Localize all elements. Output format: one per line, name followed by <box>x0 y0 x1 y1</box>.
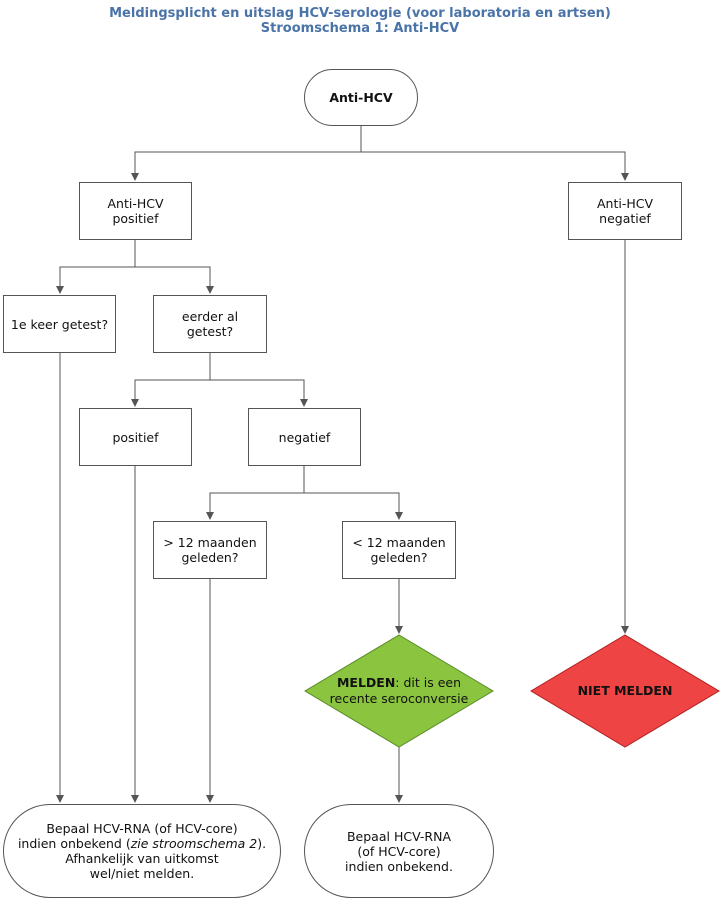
end-left-l2b: zie stroomschema 2 <box>130 836 258 851</box>
earlier-line1: eerder al <box>181 309 239 324</box>
connector-pos <box>56 240 136 294</box>
first-test-node: 1e keer getest? <box>3 295 116 353</box>
connector-negatief <box>206 466 305 520</box>
positive-line2: positief <box>112 211 159 226</box>
report-label: MELDEN: dit is een recente seroconversie <box>305 635 493 747</box>
end-left-node: Bepaal HCV-RNA (of HCV-core) indien onbe… <box>3 804 281 898</box>
negative-line2: negatief <box>599 211 651 226</box>
positief-node: positief <box>79 408 192 466</box>
end-right-node: Bepaal HCV-RNA (of HCV-core) indien onbe… <box>304 804 494 898</box>
no-report-text: NIET MELDEN <box>577 683 673 698</box>
diagram-subtitle: Stroomschema 1: Anti-HCV <box>260 21 460 36</box>
earlier-line2: getest? <box>186 324 234 339</box>
end-left-l2a: indien onbekend ( <box>17 836 131 851</box>
connector-earlier-neg <box>210 379 308 407</box>
gt12-line2: geleden? <box>181 550 239 565</box>
end-right-line3: indien onbekend. <box>345 858 453 874</box>
lt12-line1: < 12 maanden <box>352 535 446 550</box>
end-left-line1: Bepaal HCV-RNA (of HCV-core) <box>46 821 238 836</box>
earlier-tested-node: eerder al getest? <box>153 295 267 353</box>
negatief-node: negatief <box>248 408 361 466</box>
start-label: Anti-HCV <box>329 90 393 105</box>
lt12-line2: geleden? <box>370 550 428 565</box>
connector-start <box>131 126 362 181</box>
report-line2: recente seroconversie <box>329 691 469 706</box>
start-node: Anti-HCV <box>304 69 418 126</box>
anti-hcv-negative-node: Anti-HCV negatief <box>568 182 682 240</box>
less-than-12-months-node: < 12 maanden geleden? <box>342 521 456 579</box>
diagram-title: Meldingsplicht en uitslag HCV-serologie … <box>109 6 611 21</box>
negatief-label: negatief <box>278 429 331 445</box>
connector-start-neg <box>361 151 629 181</box>
report-diamond <box>304 634 494 748</box>
report-rest1: : dit is een <box>395 675 462 690</box>
more-than-12-months-node: > 12 maanden geleden? <box>153 521 267 579</box>
connector-earlier <box>131 353 211 407</box>
report-line1: MELDEN: dit is een <box>337 675 461 691</box>
connector-negatief-lt12 <box>304 492 403 520</box>
connector-pos-earlier <box>135 266 214 294</box>
end-left-l2c: ). <box>257 836 267 851</box>
end-left-line3: Afhankelijk van uitkomst <box>65 851 219 866</box>
end-right-line1: Bepaal HCV-RNA <box>346 828 451 844</box>
end-left-line4: wel/niet melden. <box>89 866 195 881</box>
anti-hcv-positive-node: Anti-HCV positief <box>79 182 192 240</box>
no-report-diamond <box>530 634 720 748</box>
report-bold: MELDEN <box>336 675 396 690</box>
negative-line1: Anti-HCV <box>596 196 654 211</box>
positief-label: positief <box>112 429 159 445</box>
end-left-line2: indien onbekend (zie stroomschema 2). <box>18 836 266 851</box>
positive-line1: Anti-HCV <box>107 196 164 211</box>
end-right-line2: (of HCV-core) <box>357 843 441 859</box>
gt12-line1: > 12 maanden <box>163 535 257 550</box>
no-report-label: NIET MELDEN <box>531 635 719 747</box>
first-test-label: 1e keer getest? <box>10 316 109 332</box>
